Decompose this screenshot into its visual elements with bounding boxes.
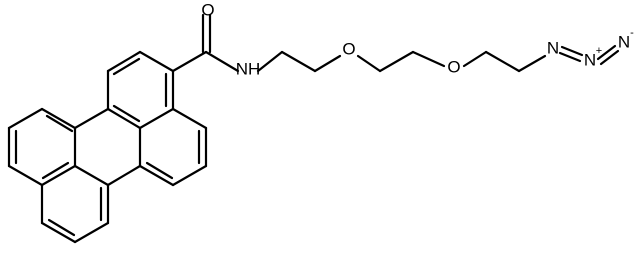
carbonyl-oxygen-label: O (201, 1, 214, 20)
side-chain (171, 13, 547, 73)
atom-labels: O NH O O N N + N - (201, 1, 634, 79)
perylene-core (7, 50, 208, 244)
ether-oxygen-2-label: O (447, 58, 460, 77)
azide-bonds (558, 44, 620, 66)
ether-oxygen-1-label: O (342, 40, 355, 59)
azide-n2-label: N (584, 51, 596, 70)
azide-n1-label: N (547, 39, 559, 58)
azide-n2-charge: + (596, 45, 602, 57)
azide-n3-charge: - (630, 27, 634, 39)
azide-n3-label: N (618, 33, 630, 52)
amide-nitrogen-label: NH (236, 60, 261, 79)
